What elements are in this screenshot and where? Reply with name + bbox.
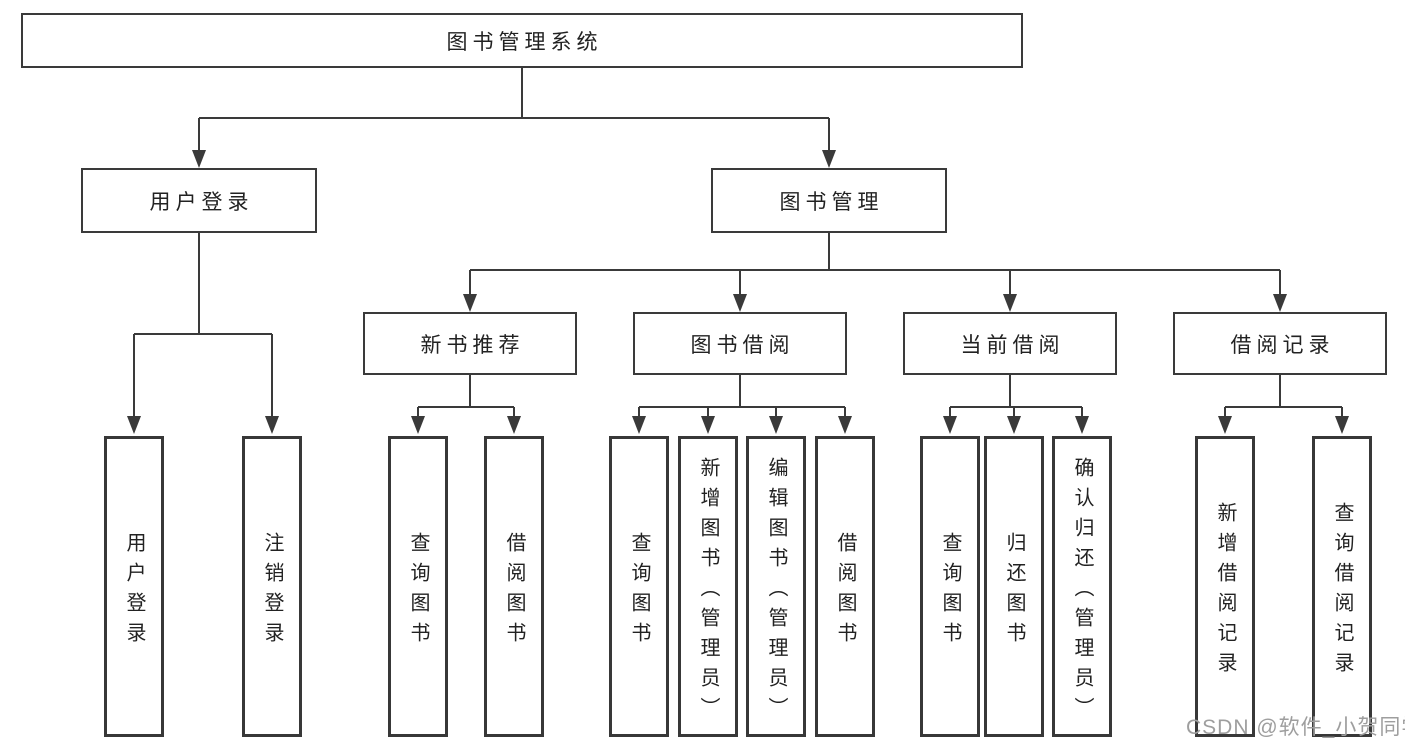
leaf-label: 新增借阅记录 — [1214, 501, 1236, 682]
node-current-borrowing: 当前借阅 — [903, 312, 1117, 375]
leaf-label: 查询借阅记录 — [1331, 501, 1353, 682]
node-label: 新书推荐 — [420, 333, 525, 357]
node-new-book-recommend: 新书推荐 — [363, 312, 577, 375]
leaf-query-borrow-record: 查询借阅记录 — [1312, 436, 1372, 737]
leaf-add-borrow-record: 新增借阅记录 — [1195, 436, 1255, 737]
leaf-return-books: 归还图书 — [984, 436, 1044, 737]
node-borrowing-records: 借阅记录 — [1173, 312, 1387, 375]
leaf-label: 查询图书 — [407, 531, 429, 652]
node-label: 图书管理 — [779, 190, 884, 214]
node-user-login: 用户登录 — [81, 168, 317, 233]
leaf-label: 查询图书 — [939, 531, 961, 652]
leaf-label: 编辑图书（管理员） — [765, 456, 787, 727]
leaf-query-books-current: 查询图书 — [920, 436, 980, 737]
node-label: 用户登录 — [149, 190, 254, 214]
leaf-label: 归还图书 — [1003, 531, 1025, 652]
leaf-label: 注销登录 — [261, 531, 283, 652]
leaf-label: 用户登录 — [123, 531, 145, 652]
leaf-label: 借阅图书 — [834, 531, 856, 652]
watermark-csdn: CSDN @软件_小贺同学 — [1186, 716, 1405, 739]
node-library-management-system: 图书管理系统 — [21, 13, 1023, 68]
leaf-borrow-books: 借阅图书 — [815, 436, 875, 737]
connector-paths — [133, 68, 1343, 420]
node-label: 图书借阅 — [690, 333, 795, 357]
leaf-edit-books-admin: 编辑图书（管理员） — [746, 436, 806, 737]
leaf-confirm-return-admin: 确认归还（管理员） — [1052, 436, 1112, 737]
node-book-management: 图书管理 — [711, 168, 947, 233]
node-label: 借阅记录 — [1230, 333, 1335, 357]
leaf-add-books-admin: 新增图书（管理员） — [678, 436, 738, 737]
node-book-borrowing: 图书借阅 — [633, 312, 847, 375]
leaf-borrow-books-recommend: 借阅图书 — [484, 436, 544, 737]
node-label: 图书管理系统 — [446, 30, 603, 54]
leaf-label: 新增图书（管理员） — [697, 456, 719, 727]
leaf-label: 确认归还（管理员） — [1071, 456, 1093, 727]
leaf-logout-login: 注销登录 — [242, 436, 302, 737]
leaf-user-login: 用户登录 — [104, 436, 164, 737]
leaf-label: 查询图书 — [628, 531, 650, 652]
leaf-query-books-borrow: 查询图书 — [609, 436, 669, 737]
arrowheads — [127, 150, 1349, 434]
node-label: 当前借阅 — [960, 333, 1065, 357]
leaf-query-books-recommend: 查询图书 — [388, 436, 448, 737]
leaf-label: 借阅图书 — [503, 531, 525, 652]
